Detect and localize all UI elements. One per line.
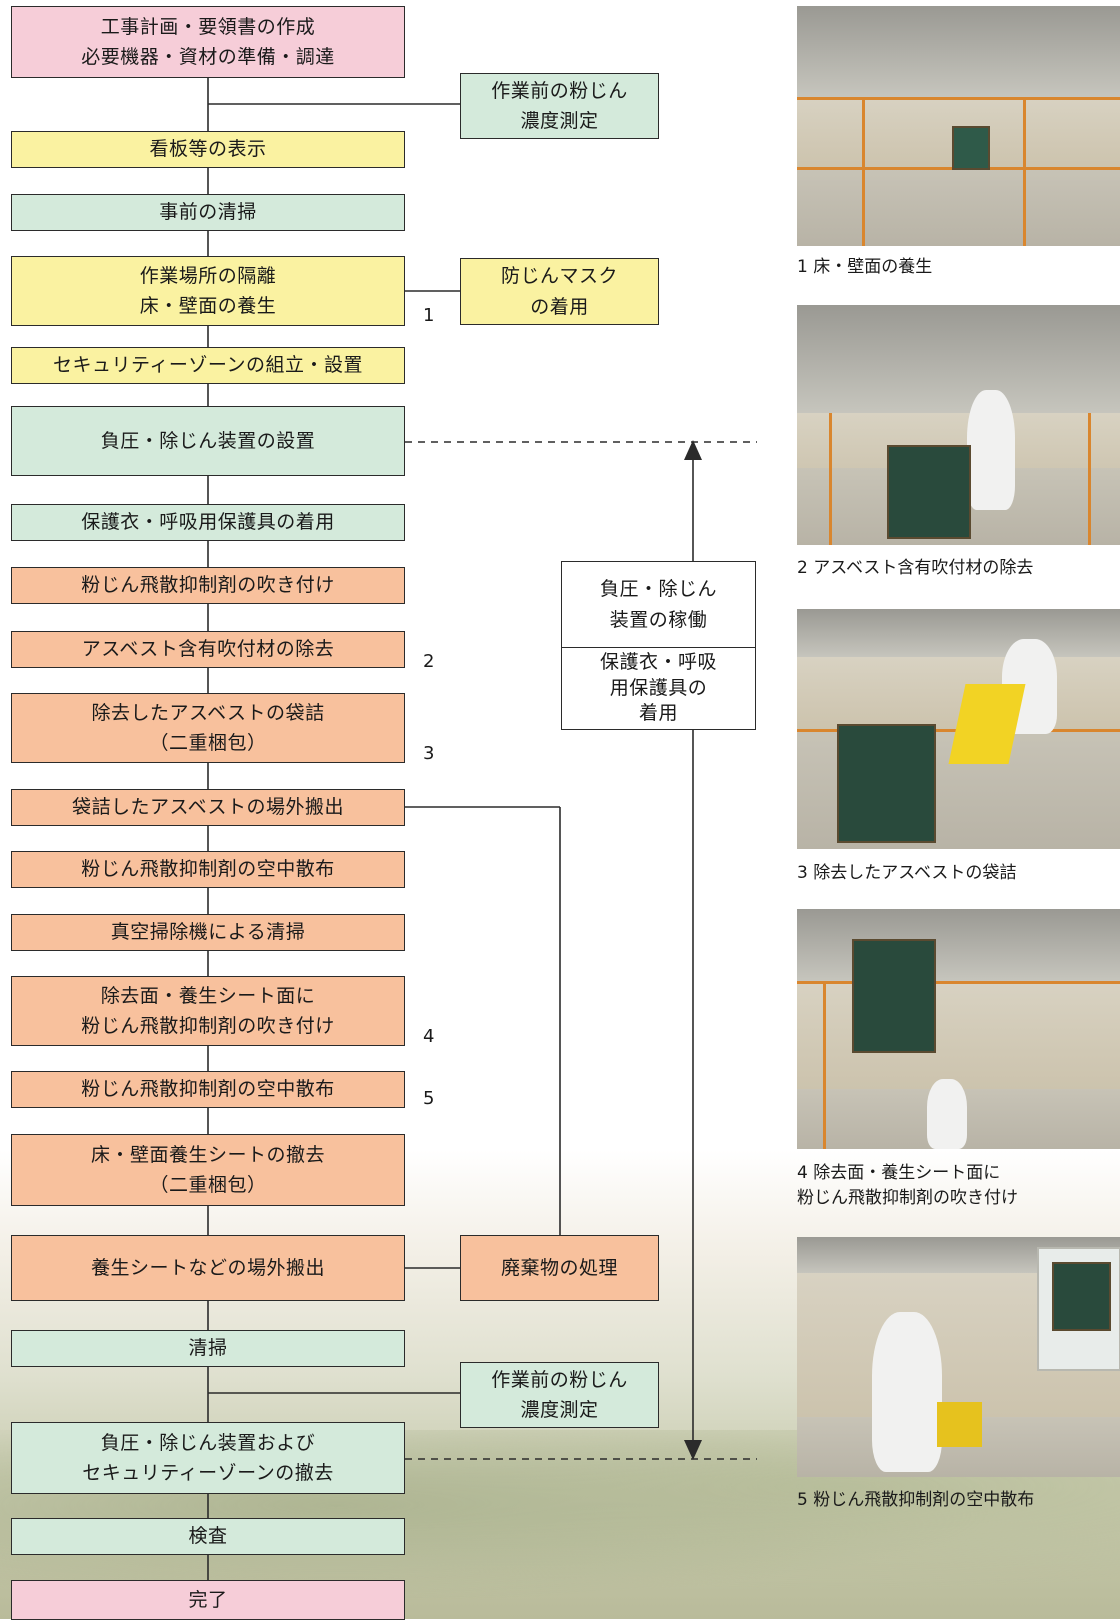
step-number-1: 1 [423, 305, 435, 326]
caption-2: 2 アスベスト含有吹付材の除去 [797, 558, 1034, 578]
step-signs: 看板等の表示 [11, 131, 405, 168]
floor-wall-protection-photo [797, 6, 1120, 246]
caption-5: 5 粉じん飛散抑制剤の空中散布 [797, 1490, 1035, 1510]
caption-1: 1 床・壁面の養生 [797, 257, 933, 277]
caption-4: 4 除去面・養生シート面に 粉じん飛散抑制剤の吹き付け [797, 1163, 1018, 1208]
caption-3: 3 除去したアスベストの袋詰 [797, 863, 1017, 883]
step-pre-clean: 事前の清掃 [11, 194, 405, 231]
step-air-spray-1: 粉じん飛散抑制剤の空中散布 [11, 851, 405, 888]
step-negative-install: 負圧・除じん装置の設置 [11, 406, 405, 476]
status-operate-top: 負圧・除じん 装置の稼働 [561, 561, 756, 648]
step-sheet-remove: 床・壁面養生シートの撤去 （二重梱包） [11, 1134, 405, 1206]
step-number-2: 2 [423, 651, 435, 672]
step-surface-spray: 除去面・養生シート面に 粉じん飛散抑制剤の吹き付け [11, 976, 405, 1046]
step-waste: 廃棄物の処理 [460, 1235, 659, 1301]
step-number-3: 3 [423, 743, 435, 764]
bagging-photo [797, 609, 1120, 849]
step-clean: 清掃 [11, 1330, 405, 1367]
step-bag: 除去したアスベストの袋詰 （二重梱包） [11, 693, 405, 763]
surface-spray-photo [797, 909, 1120, 1149]
step-carry-out: 袋詰したアスベストの場外搬出 [11, 789, 405, 826]
status-operate-bottom: 保護衣・呼吸 用保護具の 着用 [561, 647, 756, 730]
step-mask: 防じんマスク の着用 [460, 258, 659, 325]
step-vacuum: 真空掃除機による清掃 [11, 914, 405, 951]
arrow-up-head [684, 440, 702, 460]
step-air-spray-2: 粉じん飛散抑制剤の空中散布 [11, 1071, 405, 1108]
step-protective-wear: 保護衣・呼吸用保護具の着用 [11, 504, 405, 541]
step-done: 完了 [11, 1580, 405, 1620]
arrow-down-head [684, 1440, 702, 1460]
step-number-5: 5 [423, 1088, 435, 1109]
asbestos-removal-photo [797, 305, 1120, 545]
step-security: セキュリティーゾーンの組立・設置 [11, 347, 405, 384]
step-spray: 粉じん飛散抑制剤の吹き付け [11, 567, 405, 604]
step-measure-before: 作業前の粉じん 濃度測定 [460, 73, 659, 139]
step-isolate: 作業場所の隔離 床・壁面の養生 [11, 256, 405, 326]
step-remove: アスベスト含有吹付材の除去 [11, 631, 405, 668]
step-inspect: 検査 [11, 1518, 405, 1555]
air-spray-photo [797, 1237, 1120, 1477]
step-dismantle: 負圧・除じん装置および セキュリティーゾーンの撤去 [11, 1422, 405, 1494]
step-number-4: 4 [423, 1026, 435, 1047]
step-plan: 工事計画・要領書の作成 必要機器・資材の準備・調達 [11, 6, 405, 78]
step-measure-after: 作業前の粉じん 濃度測定 [460, 1362, 659, 1428]
step-sheet-out: 養生シートなどの場外搬出 [11, 1235, 405, 1301]
